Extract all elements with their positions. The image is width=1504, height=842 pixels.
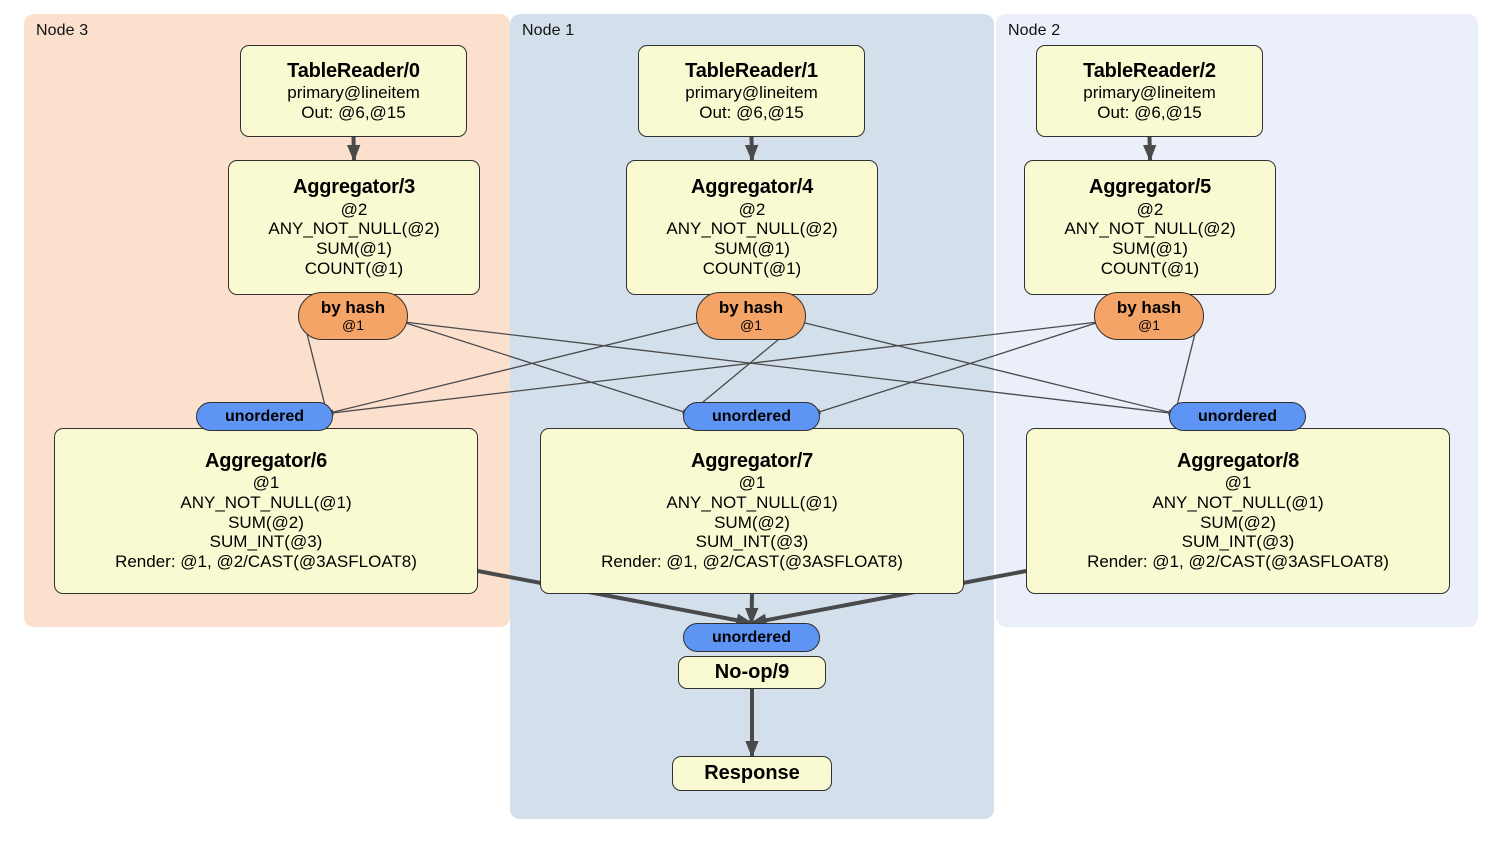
processor-detail-line: Out: @6,@15 [301,102,406,122]
unordered-synchronizer-ord6[interactable]: unordered [196,402,333,431]
processor-detail-line: @1 [252,473,280,493]
processor-detail-line: ANY_NOT_NULL(@2) [666,219,838,239]
processor-detail-line: COUNT(@1) [1100,258,1200,278]
pill-label: unordered [224,407,305,425]
processor-detail-line: SUM_INT(@3) [1181,532,1295,552]
node-panel-label-node2: Node 2 [1008,22,1061,39]
processor-title: TableReader/2 [1083,59,1216,82]
pill-label: unordered [1197,407,1278,425]
processor-title: TableReader/0 [287,59,420,82]
processor-detail-line: primary@lineitem [287,82,420,102]
pill-sublabel: @1 [342,316,364,333]
processor-detail-line: ANY_NOT_NULL(@1) [1152,493,1324,513]
unordered-synchronizer-ord8[interactable]: unordered [1169,402,1306,431]
processor-detail-line: Out: @6,@15 [699,102,804,122]
pill-label: by hash [718,297,784,317]
processor-detail-line: Out: @6,@15 [1097,102,1202,122]
processor-detail-line: SUM(@1) [316,239,392,259]
processor-detail-line: SUM_INT(@3) [209,532,323,552]
processor-detail-line: @2 [738,199,766,219]
pill-label: by hash [1116,297,1182,317]
node-panel-label-node1: Node 1 [522,22,575,39]
processor-detail-line: ANY_NOT_NULL(@1) [180,493,352,513]
processor-title: Aggregator/4 [690,176,814,199]
processor-detail-line: Render: @1, @2/CAST(@3ASFLOAT8) [1087,552,1389,572]
processor-detail-line: @1 [1224,473,1252,493]
pill-label: unordered [711,628,792,646]
by-hash-router-hash3[interactable]: by hash@1 [298,292,408,340]
processor-detail-line: SUM(@2) [714,512,790,532]
processor-detail-line: @2 [340,199,368,219]
processor-detail-line: SUM_INT(@3) [695,532,809,552]
processor-detail-line: ANY_NOT_NULL(@1) [666,493,838,513]
pill-sublabel: @1 [1138,316,1160,333]
unordered-synchronizer-ord7[interactable]: unordered [683,402,820,431]
processor-detail-line: ANY_NOT_NULL(@2) [1064,219,1236,239]
processor-title: Aggregator/8 [1176,450,1300,473]
processor-response[interactable]: Response [672,756,832,791]
processor-detail-line: ANY_NOT_NULL(@2) [268,219,440,239]
unordered-synchronizer-ordfinal[interactable]: unordered [683,623,820,652]
processor-detail-line: SUM(@1) [1112,239,1188,259]
pill-label: unordered [711,407,792,425]
processor-title: Aggregator/6 [204,450,328,473]
processor-detail-line: Render: @1, @2/CAST(@3ASFLOAT8) [601,552,903,572]
processor-title: Aggregator/3 [292,176,416,199]
by-hash-router-hash5[interactable]: by hash@1 [1094,292,1204,340]
processor-detail-line: SUM(@2) [228,512,304,532]
processor-detail-line: @2 [1136,199,1164,219]
processor-title: Aggregator/7 [690,450,814,473]
pill-label: by hash [320,297,386,317]
processor-detail-line: COUNT(@1) [702,258,802,278]
processor-title: TableReader/1 [685,59,818,82]
processor-detail-line: Render: @1, @2/CAST(@3ASFLOAT8) [115,552,417,572]
processor-detail-line: primary@lineitem [685,82,818,102]
processor-noop9[interactable]: No-op/9 [678,656,826,689]
by-hash-router-hash4[interactable]: by hash@1 [696,292,806,340]
processor-detail-line: SUM(@1) [714,239,790,259]
processor-title: Aggregator/5 [1088,176,1212,199]
processor-detail-line: SUM(@2) [1200,512,1276,532]
processor-detail-line: COUNT(@1) [304,258,404,278]
node-panel-label-node3: Node 3 [36,22,89,39]
processor-detail-line: @1 [738,473,766,493]
processor-detail-line: primary@lineitem [1083,82,1216,102]
pill-sublabel: @1 [740,316,762,333]
